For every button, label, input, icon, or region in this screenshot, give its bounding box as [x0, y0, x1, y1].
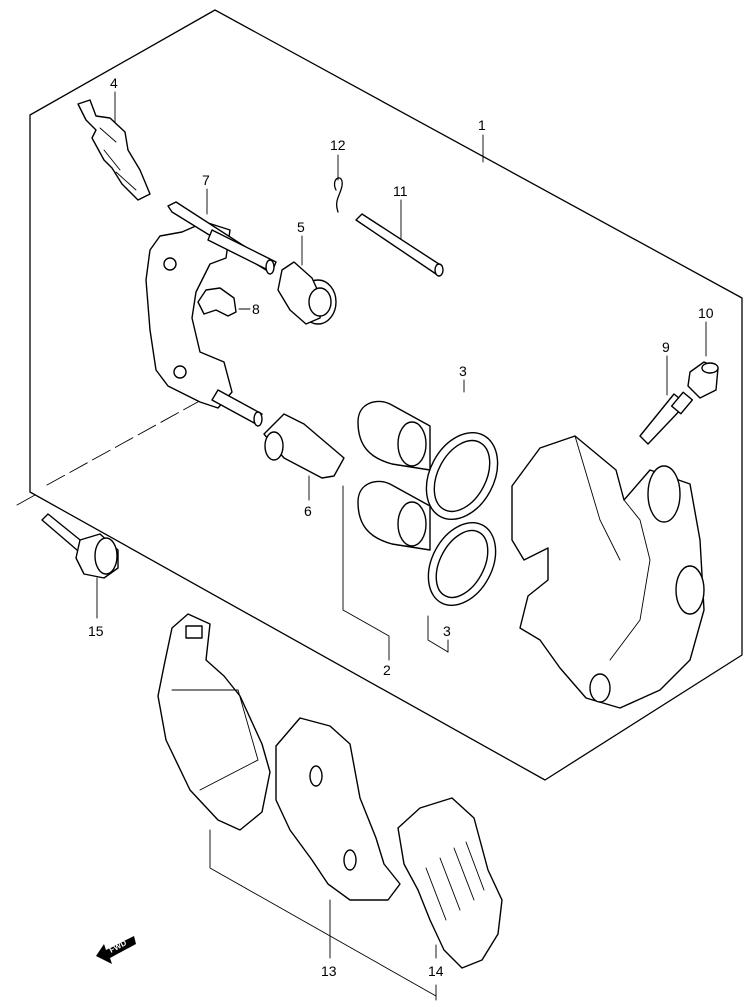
piston-part: [357, 400, 431, 551]
callout-5: 5: [297, 219, 305, 235]
bleeder-cap-part: [687, 361, 719, 399]
callout-3-lower: 3: [443, 623, 451, 639]
callout-labels: 1 2 3 3 4 5 6 7 8 9 10 11 12 13 14 15: [88, 75, 714, 979]
callout-lines: [16, 91, 707, 1001]
callout-12: 12: [330, 137, 346, 153]
retainer-clip-part: [197, 287, 237, 317]
callout-10: 10: [698, 305, 714, 321]
slide-pin-part: [263, 413, 345, 479]
caliper-body-part: [511, 435, 705, 709]
spring-clip-part: [77, 99, 151, 201]
pad-pin-part: [355, 213, 444, 277]
callout-7: 7: [202, 172, 210, 188]
forward-direction-badge: FWD: [96, 936, 136, 964]
callout-14: 14: [428, 963, 444, 979]
callout-13: 13: [321, 963, 337, 979]
callout-9: 9: [662, 339, 670, 355]
callout-11: 11: [393, 183, 408, 199]
brake-pad-part: [157, 613, 271, 831]
mounting-bolt-part: [41, 513, 119, 579]
assembly-outline: [29, 9, 743, 781]
shim-part: [397, 797, 503, 969]
bleeder-screw-part: [639, 391, 694, 445]
backing-plate-part: [275, 717, 401, 901]
callout-2: 2: [383, 662, 391, 678]
callout-8: 8: [252, 301, 260, 317]
callout-1: 1: [478, 117, 486, 133]
caliper-bracket-part: [145, 201, 277, 427]
callout-3-upper: 3: [459, 363, 467, 379]
seal-part: [425, 431, 499, 607]
boot-part: [277, 261, 337, 325]
callout-6: 6: [304, 503, 312, 519]
callout-4: 4: [110, 75, 118, 91]
callout-15: 15: [88, 623, 104, 639]
clip-pin-part: [333, 177, 343, 213]
